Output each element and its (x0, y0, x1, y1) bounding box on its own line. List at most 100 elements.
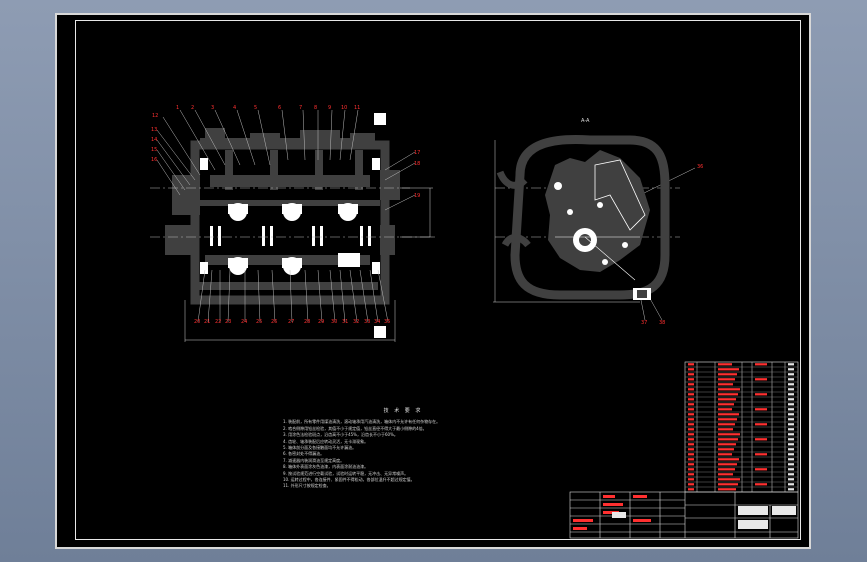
parts-list-entry (688, 428, 694, 431)
parts-list-entry (788, 383, 794, 386)
parts-list-entry (788, 463, 794, 466)
drawing-frame (75, 20, 801, 540)
callout-label: 10 (341, 105, 347, 111)
parts-list-entry (788, 423, 794, 426)
callout-label: 22 (215, 319, 221, 325)
parts-list-entry (718, 383, 733, 386)
callout-label: 36 (697, 164, 703, 170)
callout-label: 26 (271, 319, 277, 325)
parts-list-entry (788, 393, 794, 396)
note-item: 11. 外形尺寸按规定检查。 (283, 483, 331, 489)
parts-list-entry (755, 423, 767, 426)
parts-list-entry (788, 408, 794, 411)
parts-list-entry (688, 433, 694, 436)
callout-label: 19 (414, 193, 420, 199)
dimension-lines (184, 187, 433, 342)
parts-list-entry (788, 418, 794, 421)
drawing-sheet (55, 13, 811, 549)
parts-list-entry (788, 488, 794, 491)
parts-list-entry (688, 368, 694, 371)
side-view: A-A (493, 118, 670, 303)
parts-list-entry (688, 363, 694, 366)
parts-list-entry (688, 438, 694, 441)
gear-set (200, 113, 386, 338)
parts-list-entry (718, 438, 738, 441)
parts-list-entry (788, 363, 794, 366)
callout-label: 1 (176, 105, 179, 111)
parts-list-entry (718, 468, 735, 471)
note-item: 4. 齿轮、轴承装配后应转动灵活，无卡滞现象。 (283, 438, 369, 444)
parts-list-entry (688, 378, 694, 381)
callout-label: 29 (318, 319, 324, 325)
parts-list-entry (755, 378, 767, 381)
parts-list-entry (788, 468, 794, 471)
parts-list-entry (688, 453, 694, 456)
parts-list-entry (688, 373, 694, 376)
parts-list-entry (718, 418, 737, 421)
parts-list (684, 361, 799, 493)
parts-list-entry (718, 413, 739, 416)
parts-list-entry (788, 448, 794, 451)
parts-list-entry (755, 408, 767, 411)
parts-list-entry (688, 488, 694, 491)
parts-list-entry (688, 483, 694, 486)
parts-list-entry (788, 373, 794, 376)
callout-label: 33 (364, 319, 370, 325)
parts-list-entry (718, 363, 732, 366)
parts-list-entry (688, 413, 694, 416)
parts-list-entry (788, 473, 794, 476)
parts-list-entry (718, 488, 736, 491)
callout-label: 12 (152, 113, 158, 119)
callout-label: 34 (374, 319, 380, 325)
parts-list-entry (788, 483, 794, 486)
title-block (569, 491, 799, 539)
parts-list-entry (788, 403, 794, 406)
leader-lines (156, 109, 696, 323)
parts-list-entry (718, 408, 732, 411)
parts-list-entry (718, 453, 732, 456)
note-item: 7. 减速器内装润滑油至规定高度。 (283, 457, 345, 463)
parts-list-entry (788, 433, 794, 436)
parts-list-entry (688, 418, 694, 421)
callout-label: 23 (225, 319, 231, 325)
note-item: 3. 用涂色法检验斑点，沿齿高不小于45%，沿齿长不小于60%。 (283, 432, 398, 438)
parts-list-entry (688, 408, 694, 411)
callouts-top: 1 2 3 4 5 6 7 8 9 10 11 12 13 14 15 16 1… (151, 105, 420, 199)
parts-list-entry (788, 438, 794, 441)
parts-list-entry (755, 468, 767, 471)
callout-label: 28 (304, 319, 310, 325)
parts-list-entry (688, 468, 694, 471)
callout-label: 2 (191, 105, 194, 111)
parts-list-entry (718, 433, 740, 436)
note-item: 8. 箱体外表面涂灰色油漆，内表面涂耐油油漆。 (283, 464, 369, 470)
parts-list-entry (788, 368, 794, 371)
parts-list-entry (755, 438, 767, 441)
technical-requirements: 技 术 要 求 1. 装配前，所有零件用煤油清洗，滚动轴承用汽油清洗，箱体内不允… (283, 408, 523, 490)
parts-list-entry (788, 428, 794, 431)
parts-list-entry (688, 423, 694, 426)
callout-label: 16 (151, 157, 157, 163)
note-item: 2. 啮合侧隙用铅丝检验，其值不小于规定值，铅丝直径不得大于最小侧隙的4倍。 (283, 425, 427, 431)
parts-list-entry (788, 443, 794, 446)
parts-list-entry (688, 473, 694, 476)
callout-label: 18 (414, 161, 420, 167)
parts-list-entry (788, 458, 794, 461)
callout-label: 7 (299, 105, 302, 111)
parts-list-entry (788, 378, 794, 381)
callout-label: 38 (659, 320, 665, 326)
callout-label: 11 (354, 105, 360, 111)
callouts-bottom: 20 21 22 23 24 25 26 27 28 29 30 31 32 3… (194, 164, 703, 326)
parts-list-entry (688, 403, 694, 406)
callout-label: 9 (328, 105, 331, 111)
callout-label: 17 (414, 150, 420, 156)
callout-label: 30 (331, 319, 337, 325)
callout-label: 25 (256, 319, 262, 325)
callout-label: 6 (278, 105, 281, 111)
parts-list-entry (688, 383, 694, 386)
parts-list-entry (755, 453, 767, 456)
notes-title: 技 术 要 求 (383, 408, 423, 414)
parts-list-entry (755, 393, 767, 396)
parts-list-entry (718, 398, 736, 401)
callout-label: 32 (353, 319, 359, 325)
parts-list-entry (718, 483, 738, 486)
